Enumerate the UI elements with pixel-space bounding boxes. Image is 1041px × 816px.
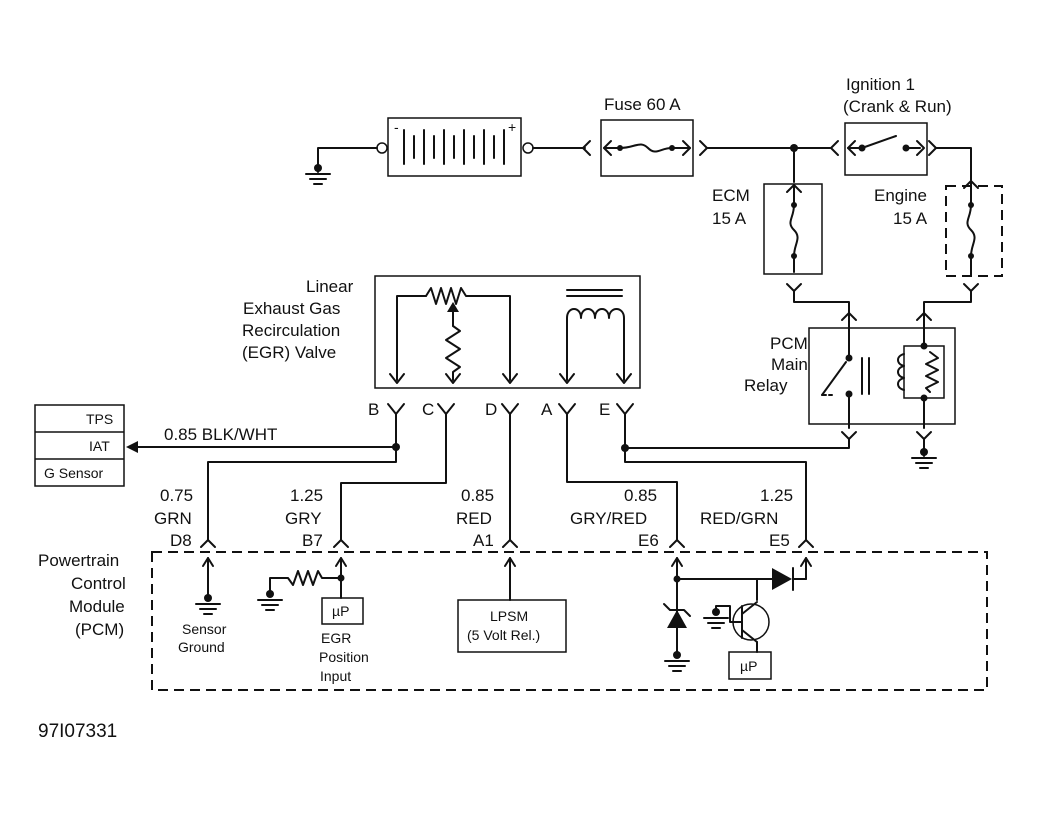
wire3-gauge: 0.85 bbox=[461, 486, 494, 505]
egr-label-line1: Linear bbox=[306, 277, 354, 296]
ignition-switch bbox=[844, 122, 928, 176]
wire3-pin: A1 bbox=[473, 531, 494, 550]
pin-d-label: D bbox=[485, 400, 497, 419]
battery-plus-label: + bbox=[508, 119, 516, 135]
egr-label-line4: (EGR) Valve bbox=[242, 343, 336, 362]
battery: - + bbox=[387, 117, 522, 177]
egr-position-ground-icon bbox=[257, 590, 283, 611]
lpsm-label-line2: (5 Volt Rel.) bbox=[467, 627, 540, 643]
wire4-gauge: 0.85 bbox=[624, 486, 657, 505]
lpsm-block bbox=[457, 599, 567, 653]
egr-valve bbox=[374, 275, 641, 389]
wire2-gauge: 1.25 bbox=[290, 486, 323, 505]
pcm-label-line4: (PCM) bbox=[75, 620, 124, 639]
egr-position-label-line1: EGR bbox=[321, 630, 351, 646]
ecm-fuse-label-line1: ECM bbox=[712, 186, 750, 205]
sensor-tps-label: TPS bbox=[86, 411, 113, 427]
pin-c-label: C bbox=[422, 400, 434, 419]
battery-ground-icon bbox=[305, 164, 331, 185]
battery-minus-label: - bbox=[394, 119, 399, 135]
wire2-pin: B7 bbox=[302, 531, 323, 550]
egr-label-line2: Exhaust Gas bbox=[243, 299, 340, 318]
sensor-g-sensor-label: G Sensor bbox=[44, 465, 103, 481]
wire1-pin: D8 bbox=[170, 531, 192, 550]
lpsm-label-line1: LPSM bbox=[490, 608, 528, 624]
relay-label-line2: Main bbox=[771, 355, 808, 374]
relay-label-line1: PCM bbox=[770, 334, 808, 353]
wire3-color: RED bbox=[456, 509, 492, 528]
pcm-boundary bbox=[151, 551, 988, 691]
fuse-ecm-15a bbox=[763, 183, 823, 275]
microprocessor-2-label: µP bbox=[740, 658, 757, 674]
pin-a-label: A bbox=[541, 400, 553, 419]
pin-e-label: E bbox=[599, 400, 610, 419]
wire5-color: RED/GRN bbox=[700, 509, 778, 528]
engine-fuse-label-line2: 15 A bbox=[893, 209, 928, 228]
wire5-gauge: 1.25 bbox=[760, 486, 793, 505]
ecm-fuse-label-line2: 15 A bbox=[712, 209, 747, 228]
pcm-main-relay bbox=[808, 312, 956, 440]
relay-label-line3: Relay bbox=[744, 376, 788, 395]
egr-position-label-line2: Position bbox=[319, 649, 369, 665]
ignition-label-line1: Ignition 1 bbox=[846, 75, 915, 94]
ignition-label-line2: (Crank & Run) bbox=[843, 97, 952, 116]
microprocessor-1 bbox=[321, 597, 364, 625]
wire1-gauge: 0.75 bbox=[160, 486, 193, 505]
wire4-pin: E6 bbox=[638, 531, 659, 550]
transistor-ground-icon bbox=[703, 608, 729, 629]
pin-b-label: B bbox=[368, 400, 379, 419]
pcm-label-line3: Module bbox=[69, 597, 125, 616]
e6-ground-icon bbox=[664, 651, 690, 672]
sensor-group-box: TPS IAT G Sensor bbox=[34, 404, 125, 487]
wire2-color: GRY bbox=[285, 509, 322, 528]
egr-position-label-line3: Input bbox=[320, 668, 351, 684]
wire5-pin: E5 bbox=[769, 531, 790, 550]
zener-diode-icon bbox=[663, 603, 691, 628]
pcm-label-line1: Powertrain bbox=[38, 551, 119, 570]
fuse-engine-15a bbox=[945, 180, 1003, 277]
relay-ground-icon bbox=[911, 448, 937, 469]
engine-fuse-label-line1: Engine bbox=[874, 186, 927, 205]
figure-id: 97I07331 bbox=[38, 721, 117, 742]
sensor-ground-label-line1: Sensor bbox=[182, 621, 227, 637]
wire-blk-wht-label: 0.85 BLK/WHT bbox=[164, 425, 277, 444]
wire4-color: GRY/RED bbox=[570, 509, 647, 528]
egr-connector: B C D A E bbox=[368, 400, 634, 419]
microprocessor-2 bbox=[728, 651, 772, 680]
sensor-ground-icon bbox=[195, 594, 221, 615]
fuse-60a bbox=[600, 119, 694, 177]
wire1-color: GRN bbox=[154, 509, 192, 528]
diode-icon bbox=[772, 567, 794, 591]
pcm-label-line2: Control bbox=[71, 574, 126, 593]
microprocessor-1-label: µP bbox=[332, 603, 349, 619]
fuse-60a-label: Fuse 60 A bbox=[604, 95, 681, 114]
sensor-ground-label-line2: Ground bbox=[178, 639, 225, 655]
sensor-iat-label: IAT bbox=[89, 438, 110, 454]
egr-label-line3: Recirculation bbox=[242, 321, 340, 340]
